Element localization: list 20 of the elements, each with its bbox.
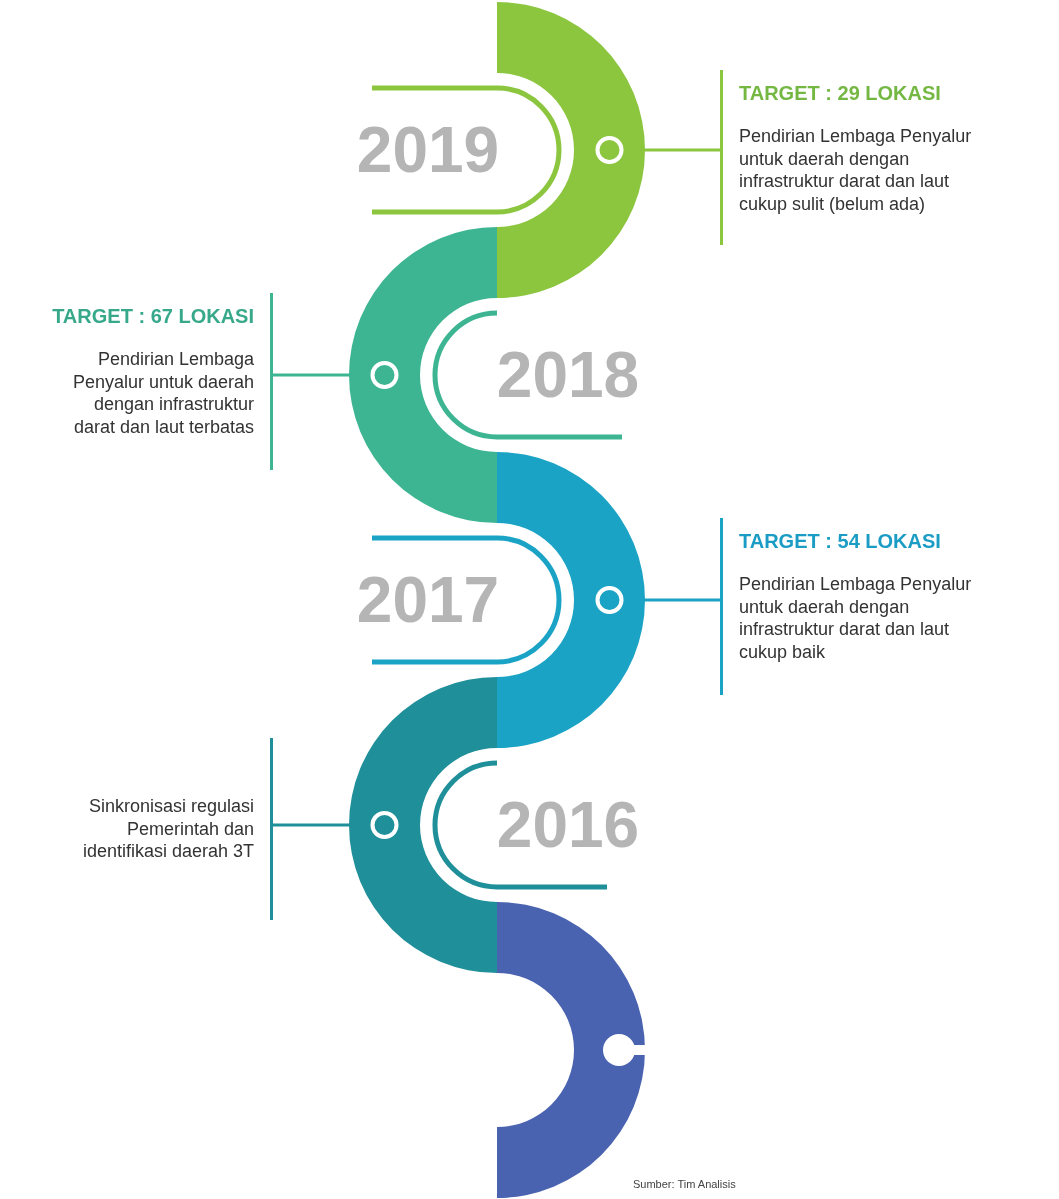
description-text: Pendirian Lembaga Penyalur untuk daerah dengan infrastruktur darat dan laut terbatas [71, 348, 254, 438]
leader-line [595, 136, 720, 164]
description-text: Pendirian Lembaga Penyalur untuk daerah dengan infrastruktur darat dan laut cukup sulit (belum ada) [739, 125, 973, 215]
leader-line [273, 811, 399, 839]
timeline-segment [497, 452, 645, 748]
source-note: Sumber: Tim Analisis [633, 1178, 736, 1190]
target-heading: TARGET : 54 LOKASI [739, 530, 941, 553]
year-label: 2018 [496, 343, 640, 407]
year-label: 2016 [496, 793, 640, 857]
year-label: 2019 [356, 118, 500, 182]
description-text: Pendirian Lembaga Penyalur untuk daerah dengan infrastruktur darat dan laut cukup baik [739, 573, 973, 663]
timeline-segment [349, 227, 497, 523]
leader-line [595, 586, 720, 614]
year-label: 2017 [356, 568, 500, 632]
description-text: Sinkronisasi regulasi Pemerintah dan identifikasi daerah 3T [81, 795, 254, 863]
leader-line [273, 361, 399, 389]
target-heading: TARGET : 67 LOKASI [52, 305, 254, 328]
timeline-segment [497, 2, 645, 298]
timeline-segment [349, 677, 497, 973]
target-heading: TARGET : 29 LOKASI [739, 82, 941, 105]
